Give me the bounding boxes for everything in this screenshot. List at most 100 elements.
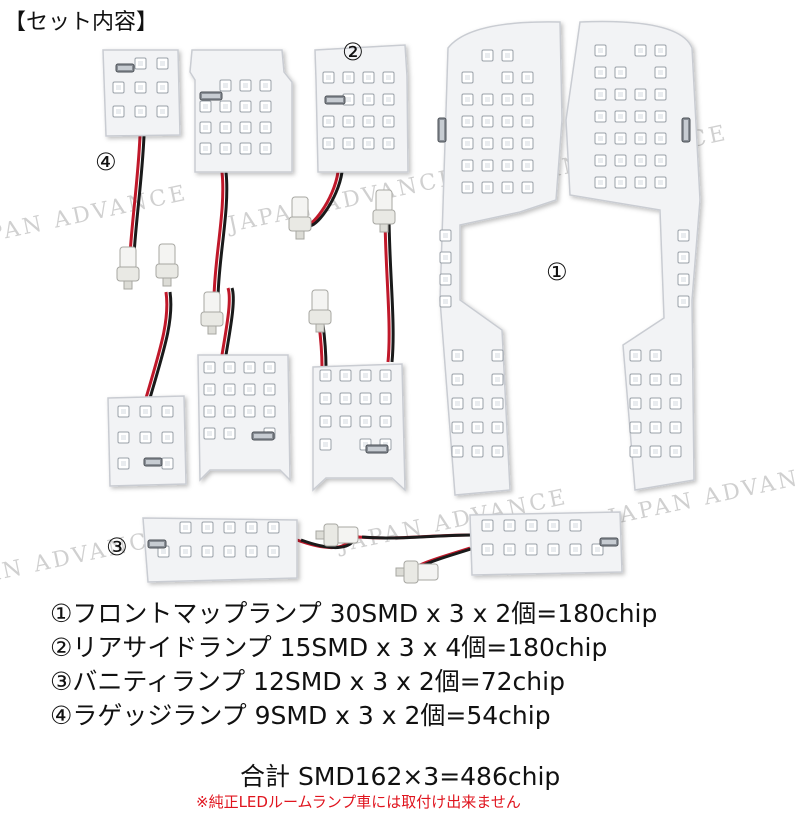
smd-led-core	[165, 435, 170, 440]
smd-led-core	[116, 85, 121, 90]
smd-led-core	[247, 387, 252, 392]
smd-led-core	[658, 158, 663, 163]
smd-led-core	[653, 353, 658, 358]
smd-led-core	[465, 97, 470, 102]
smd-led-core	[485, 97, 490, 102]
smd-led-core	[366, 141, 371, 146]
smd-led-core	[505, 97, 510, 102]
smd-led-core	[495, 401, 500, 406]
smd-led-core	[495, 377, 500, 382]
smd-led-core	[638, 136, 643, 141]
smd-led-core	[443, 233, 448, 238]
vanity-board-left	[142, 517, 298, 583]
callout-3: ③	[106, 533, 128, 561]
smd-led-core	[525, 119, 530, 124]
red-wire	[128, 135, 142, 256]
smd-led-core	[658, 70, 663, 75]
smd-led-core	[475, 425, 480, 430]
smd-led-core	[633, 353, 638, 358]
socket-body	[311, 289, 329, 313]
smd-led-core	[658, 48, 663, 53]
luggage-board-top	[102, 49, 181, 137]
smd-led-core	[207, 431, 212, 436]
smd-led-core	[343, 396, 348, 401]
resistor-body	[254, 434, 272, 438]
smd-led-core	[227, 431, 232, 436]
rear-side-board-top-right	[314, 44, 409, 173]
black-wire	[423, 546, 475, 567]
smd-led-core	[595, 547, 600, 552]
resistor-body	[368, 447, 386, 451]
smd-led-core	[267, 365, 272, 370]
callout-4: ④	[95, 148, 117, 176]
compatibility-note: ※純正LEDルームランプ車には取付け出来ません	[196, 793, 521, 811]
t10-socket	[395, 560, 439, 584]
smd-led-core	[529, 523, 534, 528]
t10-socket	[288, 196, 312, 240]
smd-led-core	[366, 75, 371, 80]
resistor-body	[602, 540, 616, 544]
smd-led-core	[243, 104, 248, 109]
smd-led-core	[263, 104, 268, 109]
smd-led-core	[455, 401, 460, 406]
resistor-body	[150, 542, 164, 546]
resistor-body	[202, 94, 220, 98]
smd-led-core	[475, 449, 480, 454]
black-wire	[361, 533, 475, 540]
smd-led-core	[638, 180, 643, 185]
smd-led-core	[485, 141, 490, 146]
smd-led-core	[223, 125, 228, 130]
smd-led-core	[485, 547, 490, 552]
socket-body	[335, 526, 359, 544]
smd-led-core	[505, 141, 510, 146]
t10-socket	[372, 189, 396, 233]
smd-led-core	[618, 92, 623, 97]
smd-led-core	[183, 549, 188, 554]
socket-neck	[295, 230, 305, 240]
smd-led-core	[658, 114, 663, 119]
smd-led-core	[386, 119, 391, 124]
smd-led-core	[160, 61, 165, 66]
smd-led-core	[443, 299, 448, 304]
resistor-body	[440, 120, 444, 140]
socket-base	[200, 311, 224, 327]
smd-led-core	[343, 373, 348, 378]
smd-led-core	[223, 104, 228, 109]
smd-led-core	[507, 523, 512, 528]
smd-led-core	[346, 97, 351, 102]
smd-led-core	[495, 353, 500, 358]
smd-led-core	[505, 185, 510, 190]
socket-body	[158, 243, 176, 267]
smd-led-core	[681, 299, 686, 304]
socket-base	[308, 309, 332, 325]
smd-led-core	[551, 523, 556, 528]
smd-led-core	[573, 547, 578, 552]
smd-led-core	[465, 119, 470, 124]
smd-led-core	[205, 525, 210, 530]
red-wire	[212, 171, 225, 301]
socket-body	[375, 189, 393, 213]
smd-led-core	[658, 180, 663, 185]
socket-body	[291, 196, 309, 220]
smd-led-core	[165, 461, 170, 466]
smd-led-core	[658, 92, 663, 97]
smd-led-core	[138, 61, 143, 66]
smd-led-core	[443, 255, 448, 260]
smd-led-core	[681, 233, 686, 238]
smd-led-core	[227, 525, 232, 530]
smd-led-core	[465, 75, 470, 80]
smd-led-core	[161, 549, 166, 554]
smd-led-core	[653, 377, 658, 382]
smd-led-core	[383, 419, 388, 424]
smd-led-core	[203, 104, 208, 109]
smd-led-core	[326, 119, 331, 124]
smd-led-core	[121, 461, 126, 466]
smd-led-core	[505, 53, 510, 58]
smd-led-core	[653, 449, 658, 454]
smd-led-core	[205, 549, 210, 554]
callout-2: ②	[342, 38, 364, 66]
smd-led-core	[475, 401, 480, 406]
socket-base	[116, 266, 140, 282]
smd-led-core	[495, 449, 500, 454]
smd-led-core	[673, 425, 678, 430]
